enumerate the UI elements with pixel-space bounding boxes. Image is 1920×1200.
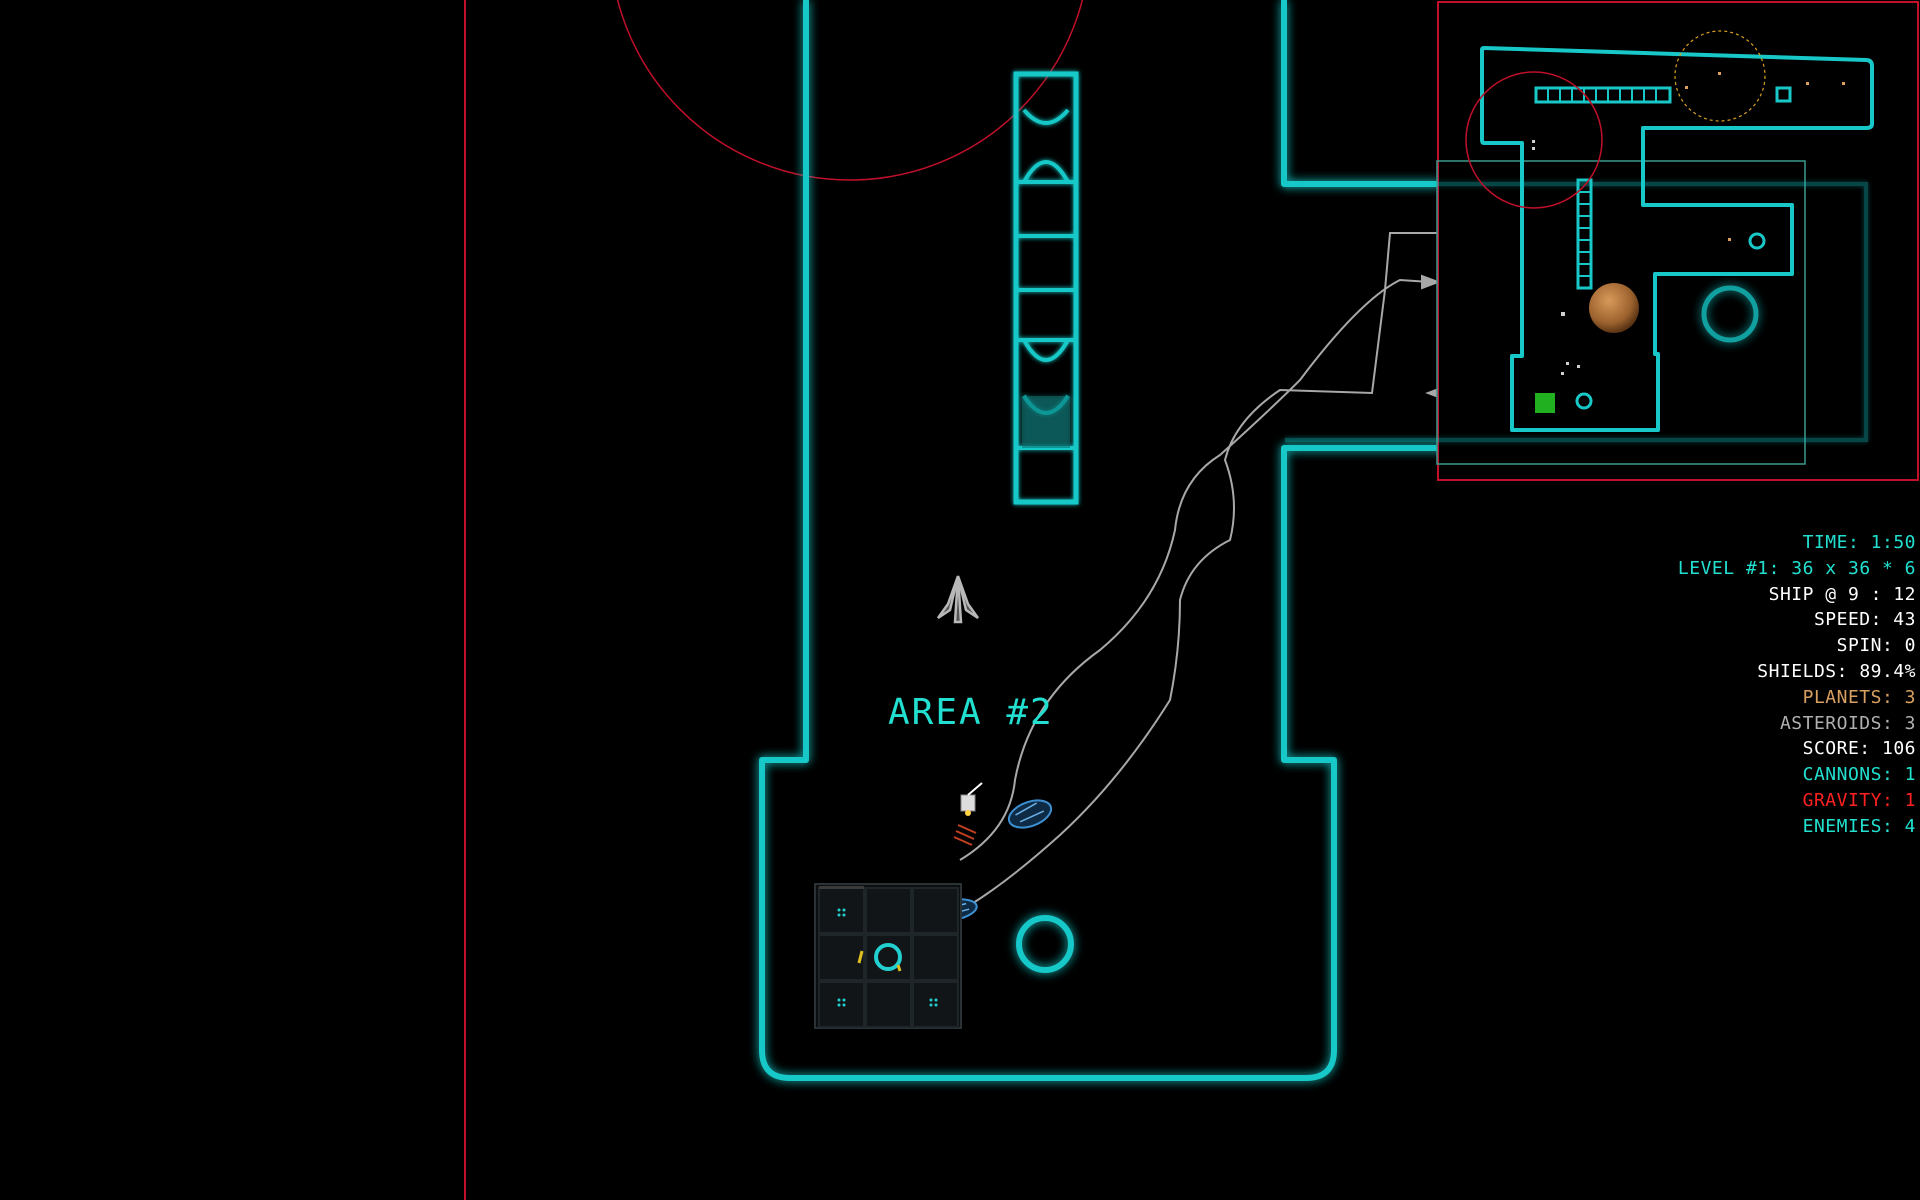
hud-enemies: ENEMIES: 4 xyxy=(1802,815,1916,837)
hud-score: SCORE: 106 xyxy=(1802,738,1916,760)
minimap-home-base xyxy=(1535,393,1555,413)
minimap-portal-2 xyxy=(1575,392,1593,410)
minimap-viewport-rect xyxy=(1436,160,1806,465)
minimap[interactable] xyxy=(1285,1,1919,481)
planet-icon xyxy=(1589,283,1639,333)
minimap-ladder-vertical xyxy=(1576,178,1593,290)
hud-stats: TIME: 1:50 LEVEL #1: 36 x 36 * 6 SHIP @ … xyxy=(1678,530,1916,840)
hud-spin: SPIN: 0 xyxy=(1836,635,1916,657)
enemy-ship-icon xyxy=(936,575,980,624)
hud-gravity: GRAVITY: 1 xyxy=(1802,789,1916,811)
minimap-portal-1 xyxy=(1748,232,1766,250)
flight-trail xyxy=(959,232,1502,906)
hud-planets: PLANETS: 3 xyxy=(1802,686,1916,708)
hud-ship-position: SHIP @ 9 : 12 xyxy=(1768,583,1916,605)
hud-shields: SHIELDS: 89.4% xyxy=(1757,660,1916,682)
player-ship-icon[interactable] xyxy=(953,782,983,846)
minimap-asteroids xyxy=(1532,140,1580,375)
minimap-objects xyxy=(1685,72,1845,241)
minimap-block xyxy=(1775,86,1792,103)
minimap-gravity-circle xyxy=(1465,71,1603,209)
area-label: AREA #2 xyxy=(888,692,1054,733)
hud-cannons: CANNONS: 1 xyxy=(1802,764,1916,786)
portal-ring-icon xyxy=(1016,915,1074,973)
minimap-planet-orbit xyxy=(1674,30,1766,122)
hud-time: TIME: 1:50 xyxy=(1802,532,1916,553)
cannon-turret-icon xyxy=(857,943,902,972)
hud-speed: SPEED: 43 xyxy=(1813,609,1916,631)
ladder-column xyxy=(1013,71,1079,505)
minimap-portal-3 xyxy=(1701,285,1759,343)
hud-level: LEVEL #1: 36 x 36 * 6 xyxy=(1677,557,1916,579)
hud-asteroids: ASTEROIDS: 3 xyxy=(1779,712,1916,734)
gravity-field-circle xyxy=(616,0,1084,181)
asteroid-blue-1 xyxy=(1007,799,1053,829)
minimap-ladder-horizontal xyxy=(1534,86,1672,104)
home-base-grid xyxy=(814,883,962,1029)
